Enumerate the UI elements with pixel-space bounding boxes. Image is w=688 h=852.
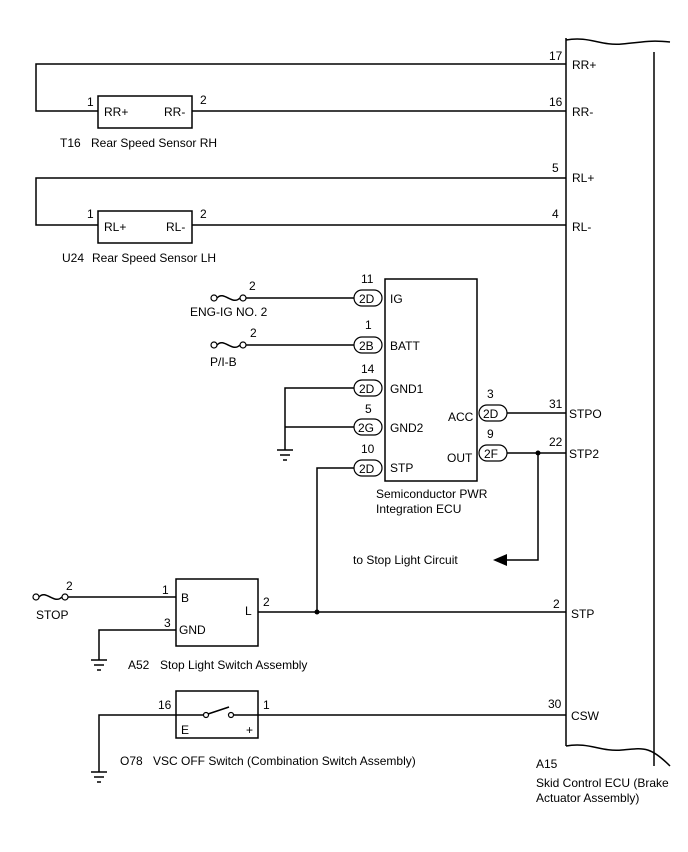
vsc-switch-code: O78 [120,754,143,768]
ecu-pin-num: 22 [549,435,563,449]
sensor-lh-name: Rear Speed Sensor LH [92,251,216,265]
ecu-pin-num: 2 [553,597,560,611]
ecu-pin-label: CSW [571,709,600,723]
pwr-ecu-name-line2: Integration ECU [376,502,461,516]
pin-label: BATT [390,339,420,353]
fuse-pin: 2 [250,326,257,340]
skid-control-ecu: A15 Skid Control ECU (Brake Actuator Ass… [536,38,671,805]
connector-code: 2B [359,339,374,353]
ecu-pin-label: RR- [572,105,593,119]
pin-label: GND2 [390,421,424,435]
ground-pwr-ecu [277,387,354,461]
ecu-name-line1: Skid Control ECU (Brake [536,776,669,790]
vsc-switch-name: VSC OFF Switch (Combination Switch Assem… [153,754,416,768]
sensor-lh-code: U24 [62,251,84,265]
stop-switch-pin-l-num: 2 [263,595,270,609]
pin-label: ACC [448,410,474,424]
ecu-pin-num: 30 [548,697,562,711]
pin-num: 10 [361,442,375,456]
pin-label: IG [390,292,403,306]
connector-code: 2G [358,421,374,435]
fuse-pin: 2 [249,279,256,293]
connector-code: 2D [359,292,375,306]
sensor-lh-pin1-label: RL+ [104,220,126,234]
pin-label: GND1 [390,382,424,396]
stop-switch-pin-gnd: GND [179,623,206,637]
fuse-name: ENG-IG NO. 2 [190,305,268,319]
pwr-ecu-name-line1: Semiconductor PWR [376,487,488,501]
ecu-pin-num: 17 [549,49,563,63]
rear-speed-sensor-rh: RR+ RR- 1 2 T16 Rear Speed Sensor RH [35,63,566,150]
sensor-lh-pin2: 2 [200,207,207,221]
fuse-eng-ig: 2 ENG-IG NO. 2 [190,279,354,319]
pin-label: STP [390,461,413,475]
stop-switch-pin-l: L [245,604,252,618]
ecu-pin-label: STP [571,607,594,621]
stop-switch-pin-gnd-num: 3 [164,616,171,630]
sensor-rh-code: T16 [60,136,81,150]
ecu-pin-label: STP2 [569,447,599,461]
vsc-switch-pin-plus-num: 1 [263,698,270,712]
sensor-rh-pin1: 1 [87,95,94,109]
ecu-pin-label: RL+ [572,171,594,185]
pin-num: 5 [365,402,372,416]
ecu-pin-num: 31 [549,397,563,411]
pin-label: OUT [447,451,473,465]
stop-switch-code: A52 [128,658,150,672]
stop-light-circuit-label: to Stop Light Circuit [353,553,458,567]
fuse-name: STOP [36,608,68,622]
ecu-pin-num: 16 [549,95,563,109]
sensor-rh-box [97,95,193,129]
ecu-name-line2: Actuator Assembly) [536,791,639,805]
vsc-switch-pin-plus: + [246,723,253,737]
fuse-name: P/I-B [210,355,237,369]
ecu-pin-num: 4 [552,207,559,221]
stop-light-circuit-ref: to Stop Light Circuit [353,453,539,567]
ecu-code: A15 [536,757,558,771]
pin-num: 3 [487,387,494,401]
pwr-ecu-box [384,278,478,482]
sensor-rh-pin2: 2 [200,93,207,107]
sensor-rh-pin1-label: RR+ [104,105,128,119]
stop-switch-pin-b: B [181,591,189,605]
pwr-integration-ecu: Semiconductor PWR Integration ECU 2D 11 … [353,272,508,516]
pin-num: 11 [361,272,374,286]
connector-code: 2D [359,382,375,396]
stop-light-switch: B GND L 1 3 2 A52 Stop Light Switch Asse… [32,578,566,672]
stop-switch-name: Stop Light Switch Assembly [160,658,307,672]
stop-switch-box [175,578,259,647]
sensor-lh-pin2-label: RL- [166,220,185,234]
ecu-pin-num: 5 [552,161,559,175]
sensor-lh-box [97,210,193,244]
pin-num: 9 [487,427,494,441]
connector-code: 2D [483,407,499,421]
ecu-pin-label: RL- [572,220,591,234]
pin-num: 14 [361,362,375,376]
stop-switch-pin-b-num: 1 [162,583,169,597]
ecu-pin-label: RR+ [572,58,596,72]
sensor-rh-name: Rear Speed Sensor RH [91,136,217,150]
vsc-off-switch: E + 16 1 O78 VSC OFF Switch (Combination… [91,690,566,783]
fuse-pin: 2 [66,579,73,593]
wire-pwr-stp [316,467,354,612]
connector-code: 2F [484,447,498,461]
vsc-switch-pin-e-num: 16 [158,698,172,712]
vsc-switch-pin-e: E [181,723,189,737]
ecu-pin-label: STPO [569,407,602,421]
pin-num: 1 [365,318,372,332]
connector-code: 2D [359,462,375,476]
rear-speed-sensor-lh: RL+ RL- 1 2 U24 Rear Speed Sensor LH [35,177,566,265]
sensor-lh-pin1: 1 [87,207,94,221]
sensor-rh-pin2-label: RR- [164,105,185,119]
fuse-pi-b: 2 P/I-B [210,326,354,369]
